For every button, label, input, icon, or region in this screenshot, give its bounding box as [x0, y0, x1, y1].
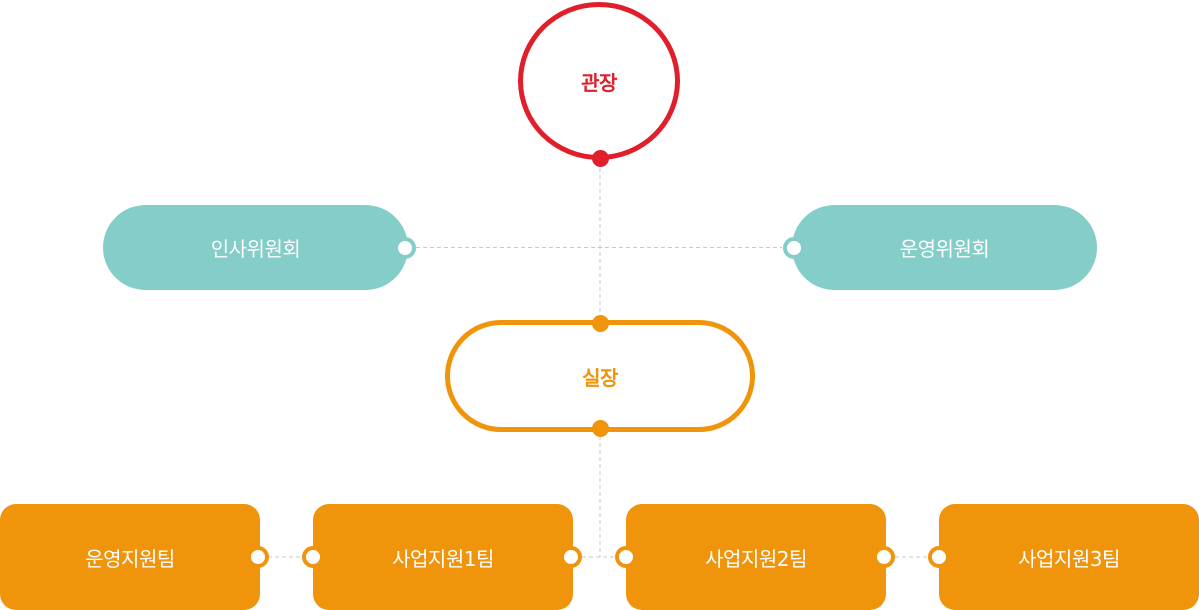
hr-committee-node: 인사위원회 — [103, 205, 408, 290]
director-label: 관장 — [581, 70, 617, 95]
chief-bottom-connector-dot — [592, 420, 609, 437]
chief-top-connector-dot — [592, 315, 609, 332]
team1-right-connector-dot — [560, 546, 582, 568]
team1-left-connector-dot — [302, 546, 324, 568]
operations-committee-node: 운영위원회 — [792, 205, 1097, 290]
team-node-business-support-2: 사업지원2팀 — [626, 504, 886, 610]
team-label: 운영지원팀 — [85, 546, 175, 571]
team-node-business-support-1: 사업지원1팀 — [313, 504, 573, 610]
operations-committee-label: 운영위원회 — [899, 237, 990, 261]
chief-node: 실장 — [445, 320, 755, 432]
team3-left-connector-dot — [928, 546, 950, 568]
team2-right-connector-dot — [873, 546, 895, 568]
team-node-operations-support: 운영지원팀 — [0, 504, 260, 610]
hr-committee-label: 인사위원회 — [210, 237, 301, 261]
team-label: 사업지원2팀 — [705, 546, 807, 571]
director-node: 관장 — [518, 2, 680, 160]
team-node-business-support-3: 사업지원3팀 — [939, 504, 1199, 610]
team0-right-connector-dot — [247, 546, 269, 568]
team2-left-connector-dot — [615, 546, 637, 568]
operations-committee-connector-dot — [783, 237, 805, 259]
director-connector-dot — [592, 150, 609, 167]
chief-label: 실장 — [582, 365, 618, 390]
hr-committee-connector-dot — [394, 237, 416, 259]
team-label: 사업지원3팀 — [1018, 546, 1120, 571]
team-label: 사업지원1팀 — [392, 546, 494, 571]
